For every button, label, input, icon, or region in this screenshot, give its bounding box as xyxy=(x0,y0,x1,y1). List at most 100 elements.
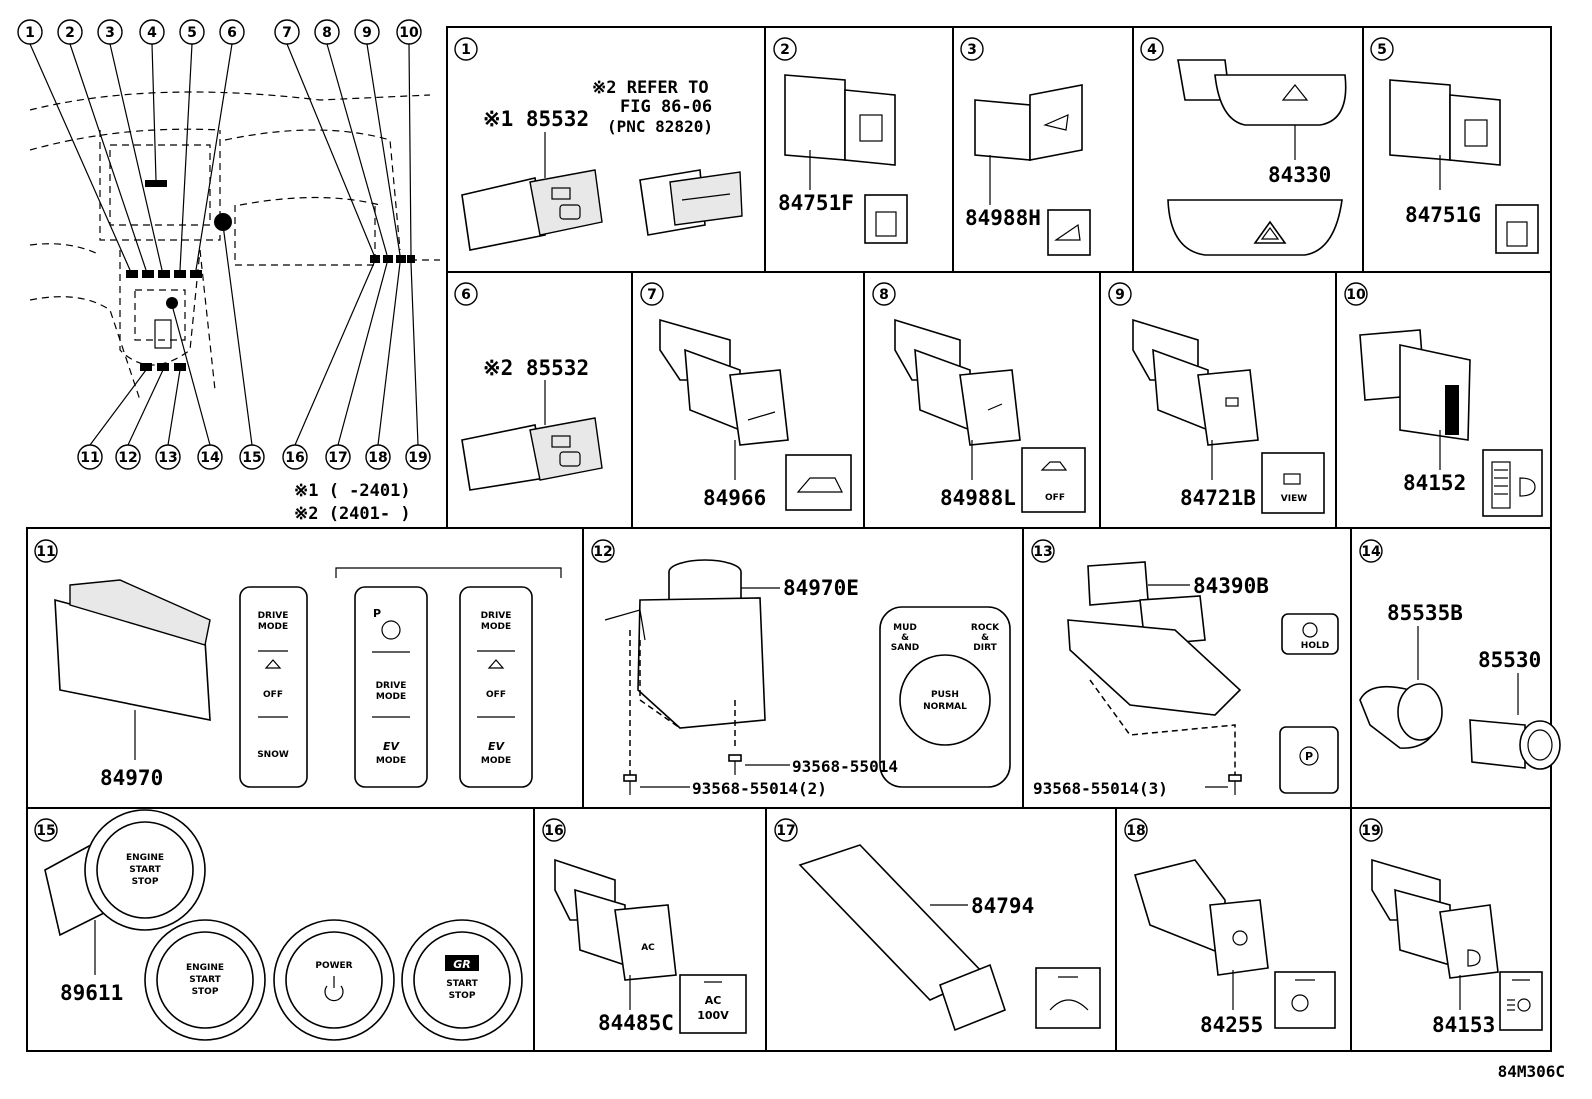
figure-id: 84M306C xyxy=(1498,1062,1565,1081)
panel-9: 9 84721B VIEW xyxy=(1099,271,1337,529)
panel-number: 2 xyxy=(780,42,790,58)
panel-number: 15 xyxy=(36,823,55,839)
panel-number: 13 xyxy=(1033,544,1052,560)
svg-text:NORMAL: NORMAL xyxy=(923,702,967,712)
svg-text:AC: AC xyxy=(705,994,722,1007)
callout-9: 9 xyxy=(362,25,372,41)
part-number: 84751G xyxy=(1405,203,1481,227)
svg-text:P: P xyxy=(1305,750,1313,763)
svg-text:POWER: POWER xyxy=(315,961,352,971)
panel-15: 15 ENGINE START STOP 89611 ENGINE START … xyxy=(26,807,535,1052)
callout-3: 3 xyxy=(105,25,115,41)
panel-number: 11 xyxy=(36,544,55,560)
svg-text:ROCK: ROCK xyxy=(971,623,1000,633)
power-icon xyxy=(324,976,344,1002)
panel-7: 7 84966 xyxy=(631,271,865,529)
note-1: ※1 ( -2401) xyxy=(294,481,411,501)
callout-2: 2 xyxy=(65,25,75,41)
part-number: 93568-55014(3) xyxy=(1033,779,1168,798)
svg-text:PUSH: PUSH xyxy=(931,690,959,700)
part-number: 84988H xyxy=(965,206,1041,230)
svg-text:&: & xyxy=(981,633,989,643)
panel-number: 14 xyxy=(1361,544,1381,560)
screw-icon xyxy=(1228,774,1242,795)
screw-icon xyxy=(728,754,742,775)
panel-number: 19 xyxy=(1361,823,1380,839)
engine-start-button: ENGINE START STOP xyxy=(144,919,266,1041)
panel-number: 1 xyxy=(461,42,471,58)
part-number: 84966 xyxy=(703,486,766,510)
callout-13: 13 xyxy=(158,450,177,466)
switch-85532 xyxy=(461,169,603,251)
svg-text:EV: EV xyxy=(383,740,401,753)
part-number: 84970 xyxy=(100,766,163,790)
panel-11: 11 84970 DRIVE MODE OFF SNOW P DRIVE MOD… xyxy=(26,527,584,809)
svg-text:MUD: MUD xyxy=(893,623,917,633)
panel-number: 5 xyxy=(1377,42,1387,58)
panel-number: 4 xyxy=(1147,42,1157,58)
icon-label: VIEW xyxy=(1281,494,1307,504)
panel-19: 19 84153 xyxy=(1350,807,1552,1052)
callout-14: 14 xyxy=(200,450,220,466)
svg-text:OFF: OFF xyxy=(263,690,283,700)
panel-16: 16 AC 84485C AC 100V xyxy=(533,807,767,1052)
panel-17: 17 84794 xyxy=(765,807,1117,1052)
svg-text:DIRT: DIRT xyxy=(973,643,997,653)
callout-12: 12 xyxy=(118,450,137,466)
part-number: 89611 xyxy=(60,981,123,1005)
panel-10: 10 84152 xyxy=(1335,271,1552,529)
svg-text:SAND: SAND xyxy=(891,643,919,653)
panel-3: 3 84988H xyxy=(952,26,1134,273)
panel-number: 7 xyxy=(647,287,657,303)
panel-4: 4 84330 xyxy=(1132,26,1364,273)
panel-number: 10 xyxy=(1346,287,1366,303)
svg-text:START: START xyxy=(446,979,478,989)
svg-text:P: P xyxy=(373,607,381,620)
part-number: 93568-55014 xyxy=(792,757,898,776)
drive-mode-card-3: DRIVE MODE OFF EV MODE xyxy=(459,586,533,788)
callout-1: 1 xyxy=(25,25,35,41)
svg-text:100V: 100V xyxy=(697,1009,729,1022)
icon-label: OFF xyxy=(1045,493,1065,503)
drive-mode-card-1: DRIVE MODE OFF SNOW xyxy=(239,586,308,788)
panel-13: 13 84390B 93568-55014(3) HOLD P xyxy=(1022,527,1352,809)
note-2: ※2 (2401- ) xyxy=(294,504,411,524)
icon-label: HOLD xyxy=(1301,641,1329,651)
callout-18: 18 xyxy=(368,450,387,466)
part-number: 84255 xyxy=(1200,1013,1263,1037)
svg-text:AC: AC xyxy=(641,943,655,953)
power-button: POWER xyxy=(273,919,395,1041)
callout-5: 5 xyxy=(187,25,197,41)
panel-number: 17 xyxy=(776,823,795,839)
svg-text:DRIVE: DRIVE xyxy=(481,611,512,621)
panel-5: 5 84751G xyxy=(1362,26,1552,273)
overview-callouts-top: 1 2 3 4 5 6 7 8 9 10 xyxy=(17,19,422,45)
gr-start-button: GR START STOP xyxy=(401,919,523,1041)
svg-text:MODE: MODE xyxy=(376,692,406,702)
part-number: 84152 xyxy=(1403,471,1466,495)
part-number: ※2 85532 xyxy=(483,356,589,380)
callout-6: 6 xyxy=(227,25,237,41)
part-number: 84153 xyxy=(1432,1013,1495,1037)
part-number: 84751F xyxy=(778,191,854,215)
panel-6: 6 ※2 85532 xyxy=(446,271,633,529)
callout-19: 19 xyxy=(408,450,427,466)
part-number: ※1 85532 xyxy=(483,107,589,131)
svg-text:EV: EV xyxy=(488,740,506,753)
svg-text:MODE: MODE xyxy=(481,622,511,632)
screw-icon xyxy=(623,774,637,795)
panel-number: 18 xyxy=(1126,823,1145,839)
svg-text:SNOW: SNOW xyxy=(257,750,289,760)
overview-dashboard: 1 2 3 4 5 6 7 8 9 10 xyxy=(17,19,440,524)
part-number: 84721B xyxy=(1180,486,1256,510)
panel-number: 9 xyxy=(1115,287,1125,303)
svg-text:ENGINE: ENGINE xyxy=(126,853,164,863)
part-number: 84485C xyxy=(598,1011,674,1035)
callout-11: 11 xyxy=(80,450,99,466)
callout-7: 7 xyxy=(282,25,292,41)
svg-text:MODE: MODE xyxy=(481,756,511,766)
part-number: 84988L xyxy=(940,486,1016,510)
svg-text:DRIVE: DRIVE xyxy=(258,611,289,621)
panel-14: 14 85535B 85530 xyxy=(1350,527,1561,809)
